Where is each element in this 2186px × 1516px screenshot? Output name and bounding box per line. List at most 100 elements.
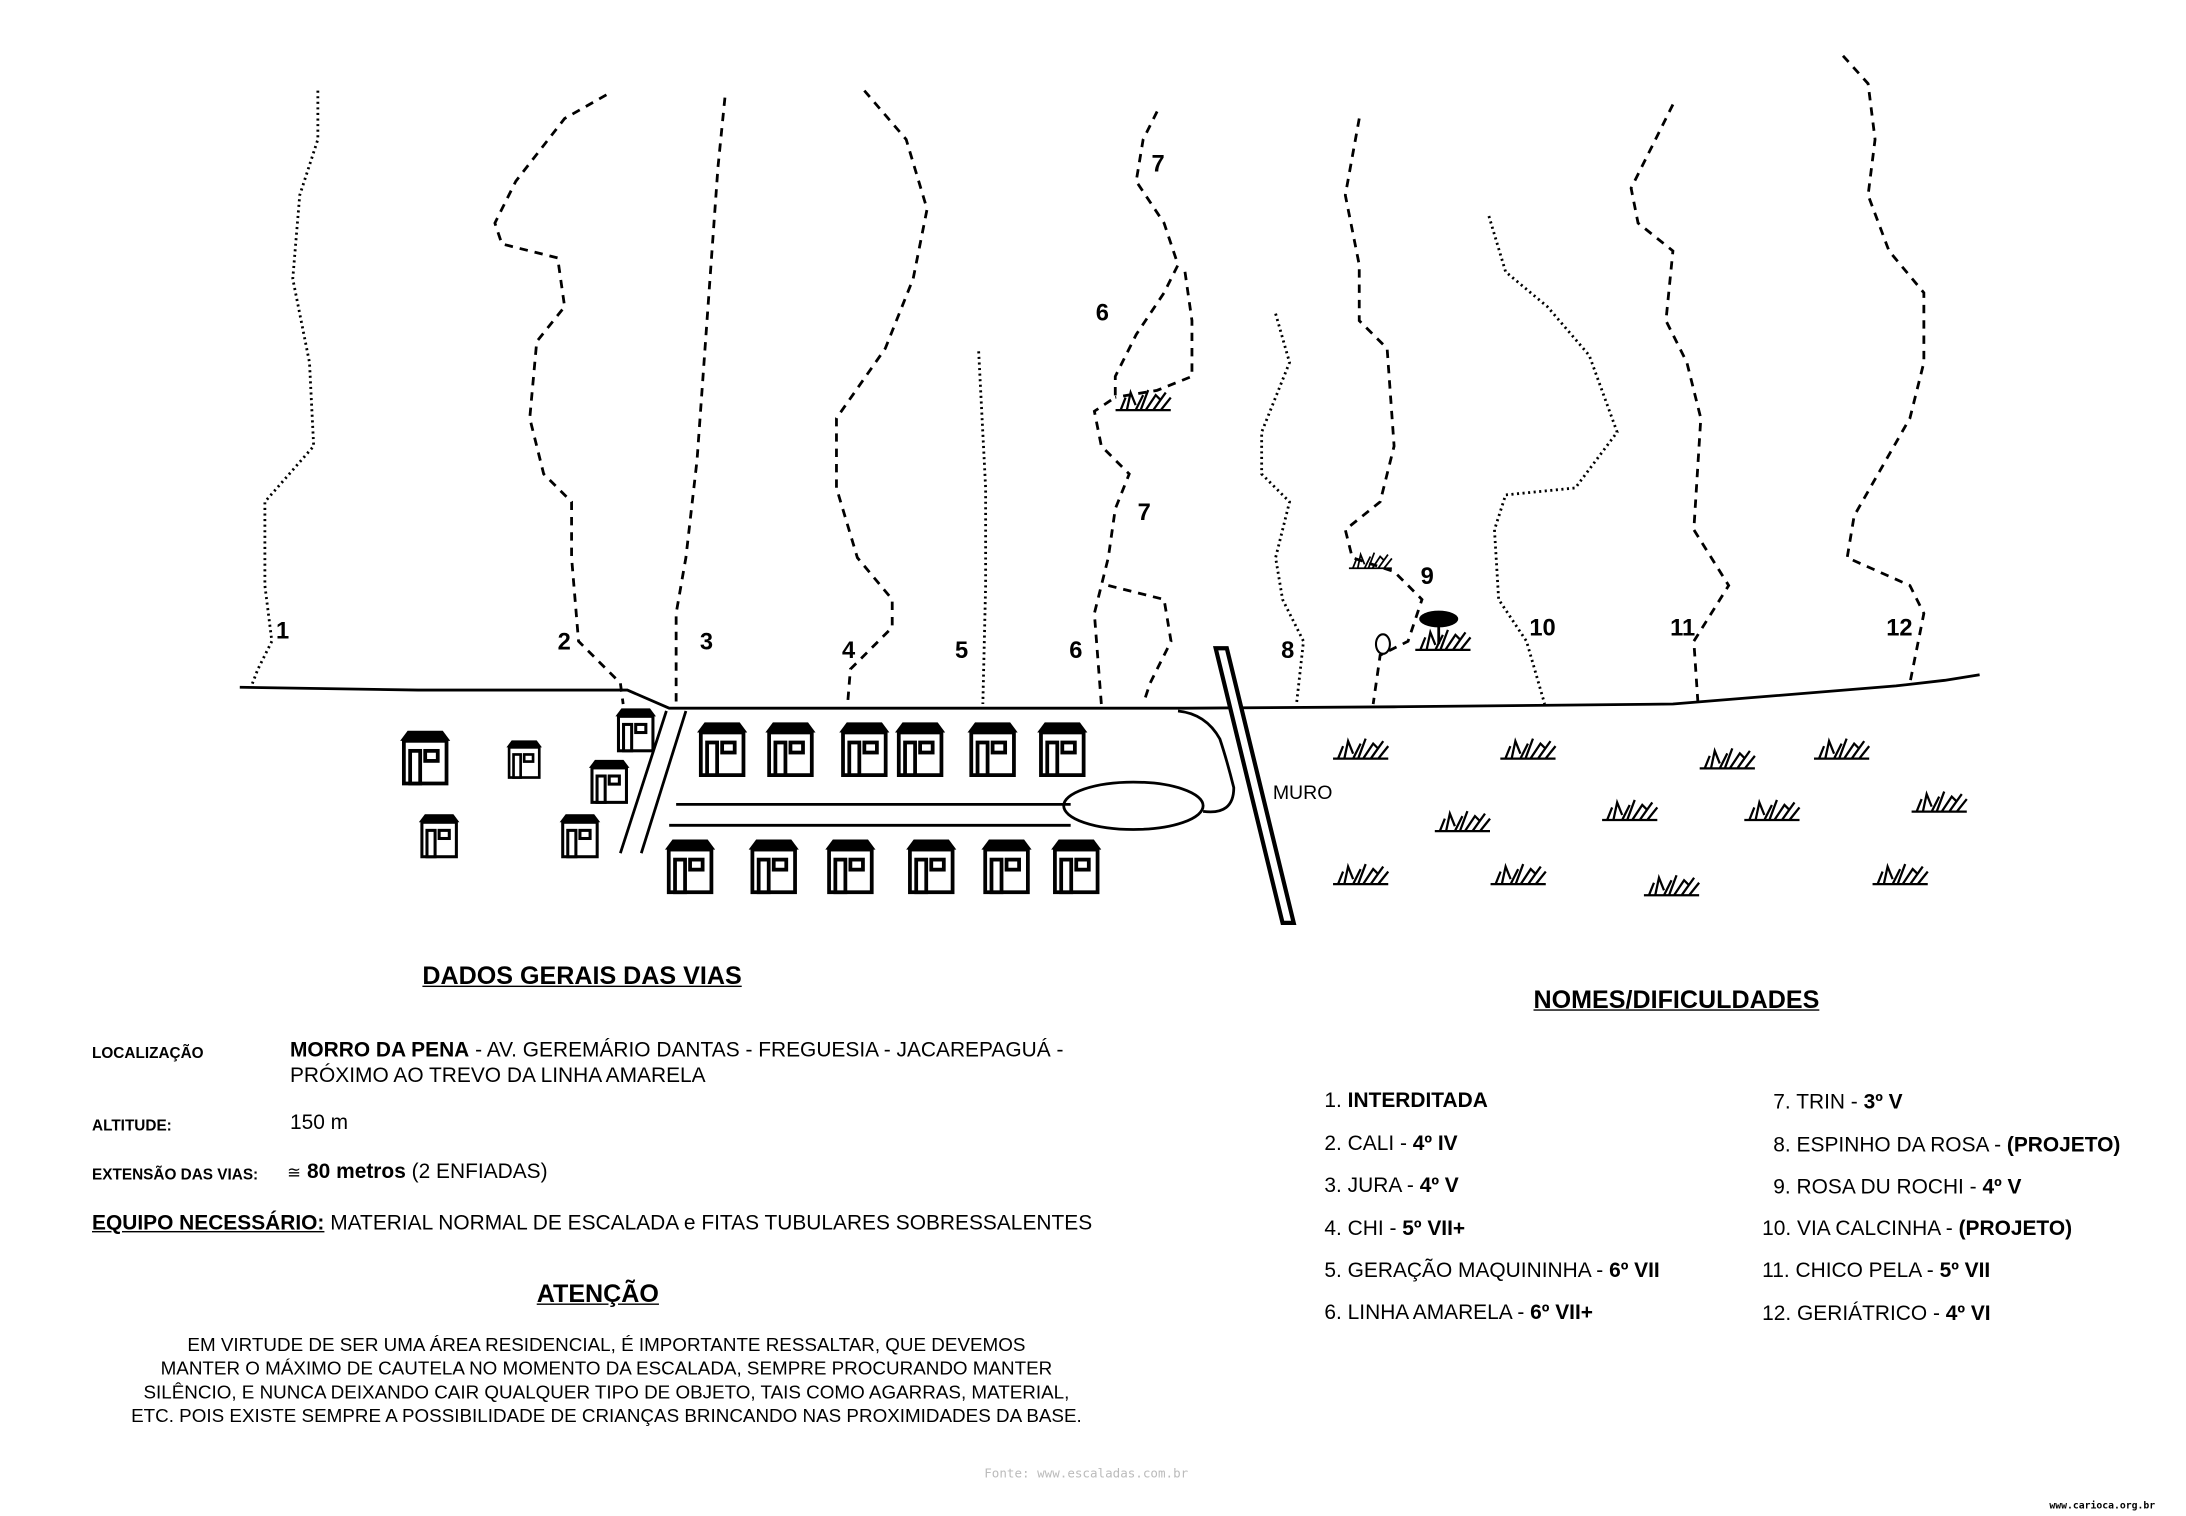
- path-line: [1177, 709, 1236, 814]
- route-label: 1: [276, 618, 289, 644]
- houses: [400, 708, 1101, 892]
- route-label: 2: [558, 630, 571, 656]
- route-9-line: [1343, 118, 1424, 705]
- route-num: 9.: [1773, 1175, 1791, 1199]
- route-label: 12: [1886, 616, 1912, 642]
- route-label: 3: [700, 630, 713, 656]
- route-name: CALI -: [1347, 1132, 1413, 1156]
- route-grade: 3º V: [1863, 1090, 1903, 1114]
- route-label: 11: [1670, 616, 1695, 642]
- route-item: 6. LINHA AMARELA - 6º VII+: [1324, 1301, 1593, 1325]
- route-item: 4. CHI - 5º VII+: [1324, 1217, 1465, 1241]
- route-grade: (PROJETO): [1958, 1217, 2073, 1241]
- route-label: 6: [1096, 301, 1109, 327]
- extension-label: EXTENSÃO DAS VIAS:: [92, 1166, 259, 1184]
- route-name: ROSA DU ROCHI -: [1796, 1175, 1983, 1199]
- route-item: 1. INTERDITADA: [1324, 1089, 1487, 1113]
- route-name: TRIN -: [1796, 1090, 1864, 1114]
- topo-diagram: 1 2 3 4 5 6 7 6 7 8 9 10 11 12 MURO: [239, 54, 1980, 925]
- approx-symbol: ≅: [287, 1162, 302, 1183]
- route-8-line: [1260, 313, 1305, 705]
- route-1-line: [249, 90, 320, 688]
- route-label: 8: [1281, 638, 1294, 664]
- altitude-label: ALTITUDE:: [92, 1118, 172, 1135]
- attention-line: EM VIRTUDE DE SER UMA ÁREA RESIDENCIAL, …: [187, 1334, 1026, 1356]
- location-value: MORRO DA PENA - AV. GEREMÁRIO DANTAS - F…: [290, 1039, 1063, 1063]
- roundabout: [1062, 780, 1205, 831]
- location-bold: MORRO DA PENA: [289, 1038, 470, 1063]
- extension-value: ≅ 80 metros (2 ENFIADAS): [287, 1160, 547, 1184]
- attention-text: EM VIRTUDE DE SER UMA ÁREA RESIDENCIAL, …: [84, 1333, 1130, 1428]
- route-name: LINHA AMARELA -: [1347, 1300, 1531, 1325]
- route-item: 7. TRIN - 3º V: [1773, 1090, 1902, 1114]
- attention-title: ATENÇÃO: [536, 1279, 659, 1308]
- road-edge: [619, 710, 668, 854]
- equipment: EQUIPO NECESSÁRIO: MATERIAL NORMAL DE ES…: [92, 1211, 1092, 1235]
- route-6-lower-line: [1107, 584, 1173, 705]
- source-credit: Fonte: www.escaladas.com.br: [984, 1467, 1189, 1482]
- route-4-line: [835, 89, 929, 705]
- route-name: JURA -: [1347, 1173, 1420, 1198]
- route-7-line: [1092, 110, 1180, 705]
- route-num: 5.: [1324, 1258, 1342, 1283]
- route-grade: 6º VII: [1609, 1258, 1660, 1283]
- route-6-line: [1115, 271, 1194, 399]
- ground-line: [239, 673, 1980, 710]
- route-label: 6: [1069, 638, 1082, 664]
- equipment-value: MATERIAL NORMAL DE ESCALADA e FITAS TUBU…: [330, 1211, 1093, 1236]
- route-name: CHICO PELA -: [1795, 1258, 1940, 1283]
- route-name: ESPINHO DA ROSA -: [1796, 1133, 2007, 1158]
- route-grade: 4º IV: [1412, 1132, 1458, 1156]
- wall-label: MURO: [1273, 782, 1333, 804]
- route-grade: 4º VI: [1945, 1302, 1991, 1326]
- route-label: 7: [1138, 500, 1151, 526]
- route-label: 10: [1529, 616, 1555, 642]
- routes: [239, 54, 1980, 854]
- route-item: 3. JURA - 4º V: [1324, 1174, 1458, 1198]
- route-item: 12. GERIÁTRICO - 4º VI: [1762, 1302, 1990, 1326]
- route-label: 7: [1152, 151, 1165, 177]
- attention-line: ETC. POIS EXISTE SEMPRE A POSSIBILIDADE …: [131, 1405, 1082, 1427]
- route-grade: 4º V: [1982, 1175, 2022, 1199]
- route-name: GERAÇÃO MAQUININHA -: [1347, 1258, 1610, 1283]
- route-item: 8. ESPINHO DA ROSA - (PROJETO): [1773, 1133, 2120, 1157]
- routes-title: NOMES/DIFICULDADES: [1533, 985, 1820, 1014]
- vegetation: [1113, 388, 1968, 897]
- route-grade: 6º VII+: [1530, 1300, 1593, 1325]
- route-name: GERIÁTRICO -: [1797, 1302, 1946, 1326]
- route-item: 5. GERAÇÃO MAQUININHA - 6º VII: [1324, 1259, 1659, 1283]
- route-item: 9. ROSA DU ROCHI - 4º V: [1773, 1175, 2021, 1199]
- site-credit: www.carioca.org.br: [2049, 1500, 2156, 1512]
- general-title: DADOS GERAIS DAS VIAS: [422, 961, 742, 990]
- extension-meters: 80 metros: [307, 1159, 406, 1184]
- route-num: 4.: [1324, 1217, 1342, 1241]
- route-num: 2.: [1324, 1132, 1342, 1156]
- route-labels: 1 2 3 4 5 6 7 6 7 8 9 10 11 12 MURO: [276, 151, 1913, 803]
- route-5-line: [977, 351, 988, 705]
- route-item: 2. CALI - 4º IV: [1324, 1132, 1457, 1156]
- route-3-line: [674, 97, 727, 705]
- location-line2: PRÓXIMO AO TREVO DA LINHA AMARELA: [289, 1063, 706, 1088]
- route-grade: 5º VII: [1939, 1258, 1991, 1283]
- route-item: 11. CHICO PELA - 5º VII: [1762, 1259, 1990, 1283]
- road-edge: [639, 710, 688, 854]
- attention-line: MANTER O MÁXIMO DE CAUTELA NO MOMENTO DA…: [160, 1357, 1053, 1379]
- route-2-line: [493, 93, 625, 705]
- route-num: 10.: [1762, 1217, 1792, 1241]
- route-name: CHI -: [1347, 1217, 1403, 1241]
- route-grade: 4º V: [1419, 1173, 1459, 1198]
- route-label: 5: [955, 638, 968, 664]
- location-rest: - AV. GEREMÁRIO DANTAS - FREGUESIA - JAC…: [469, 1038, 1064, 1063]
- altitude-value: 150 m: [289, 1111, 349, 1135]
- route-num: 7.: [1773, 1090, 1791, 1114]
- route-grade: 5º VII+: [1402, 1217, 1466, 1241]
- extension-note: (2 ENFIADAS): [411, 1159, 548, 1184]
- route-num: 1.: [1324, 1088, 1342, 1113]
- route-num: 12.: [1762, 1302, 1792, 1326]
- route-grade: INTERDITADA: [1347, 1088, 1488, 1113]
- route-grade: (PROJETO): [2006, 1133, 2121, 1158]
- route-num: 8.: [1773, 1133, 1791, 1158]
- equipment-label: EQUIPO NECESSÁRIO:: [92, 1211, 325, 1236]
- route-name: VIA CALCINHA -: [1797, 1217, 1959, 1241]
